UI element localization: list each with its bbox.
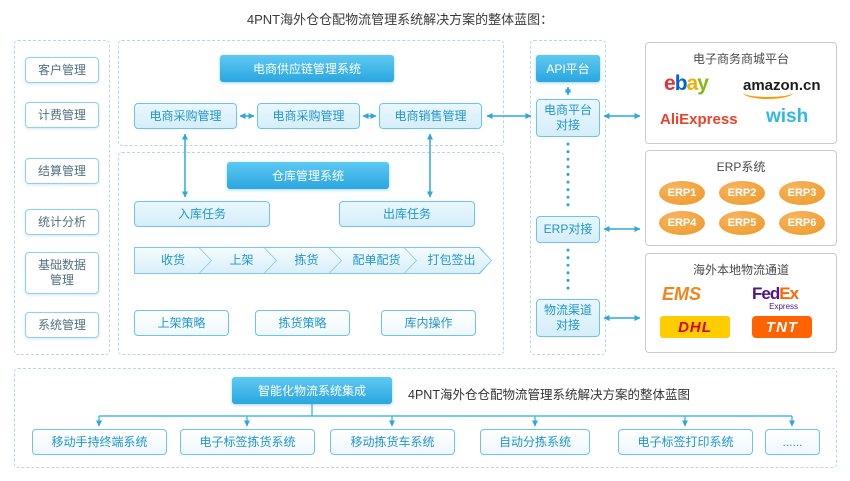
chevron-shape	[329, 247, 417, 274]
erp-oval-1: ERP1	[659, 181, 705, 205]
platforms-card-title: 电子商务商城平台	[692, 52, 789, 66]
api-ec-platform-link: 电商平台对接	[536, 99, 600, 137]
sidebar-item-base-data-mgmt: 基础数据管理	[25, 252, 99, 294]
logistics-card-title: 海外本地物流通道	[692, 263, 789, 277]
wish-logo: wish	[766, 106, 809, 127]
system-picking-cart: 移动拣货车系统	[330, 429, 455, 455]
strategy-picking: 拣货策略	[255, 310, 350, 336]
erp-oval-6: ERP6	[779, 211, 825, 235]
sidebar-panel	[14, 40, 110, 355]
system-auto-sorting: 自动分拣系统	[480, 429, 590, 455]
system-elabel-printing: 电子标签打印系统	[618, 429, 753, 455]
erp-card-title: ERP系统	[716, 160, 766, 174]
erp-oval-2: ERP2	[719, 181, 765, 205]
sidebar-item-customer-mgmt: 客户管理	[25, 57, 99, 83]
system-more: ......	[765, 429, 820, 455]
dhl-logo: DHL	[660, 316, 730, 338]
sidebar-item-settlement-mgmt: 结算管理	[25, 158, 99, 184]
fedex-fed: Fed	[752, 284, 780, 303]
erp-card: ERP系统 ERP1 ERP2 ERP3 ERP4 ERP5 ERP6	[645, 150, 837, 246]
fedex-express: Express	[769, 302, 799, 311]
api-platform-header: API平台	[536, 55, 600, 82]
module-ec-procurement-1: 电商采购管理	[134, 103, 237, 129]
strategy-warehouse-ops: 库内操作	[381, 310, 476, 336]
bottom-caption: 4PNT海外仓仓配物流管理系统解决方案的整体蓝图	[408, 388, 690, 402]
fedex-ex: Ex	[779, 284, 799, 303]
api-erp-link: ERP对接	[536, 216, 600, 243]
chevron-shape	[199, 247, 277, 274]
amazon-swoosh	[743, 92, 793, 99]
logistics-card: 海外本地物流通道 EMS FedEx Express DHL TNT	[645, 253, 837, 353]
system-elabel-picking: 电子标签拣货系统	[180, 429, 315, 455]
page-title: 4PNT海外仓仓配物流管理系统解决方案的整体蓝图：	[246, 12, 554, 27]
wms-header: 仓库管理系统	[227, 162, 389, 189]
chevron-shape	[404, 247, 492, 274]
module-ec-procurement-2: 电商采购管理	[257, 103, 360, 129]
flow-step-allocate: 配单配货	[329, 247, 417, 274]
platforms-card: 电子商务商城平台 ebay amazon.cn AliExpress wish	[645, 42, 837, 144]
module-ec-sales: 电商销售管理	[379, 103, 482, 129]
flow-step-pick: 拣货	[264, 247, 342, 274]
sidebar-item-stats-analysis: 统计分析	[25, 209, 99, 235]
fedex-logo: FedEx Express	[752, 284, 799, 311]
integration-header: 智能化物流系统集成	[232, 377, 392, 404]
strategy-shelving: 上架策略	[134, 310, 229, 336]
erp-oval-5: ERP5	[719, 211, 765, 235]
ebay-logo: ebay	[664, 72, 709, 95]
tnt-logo: TNT	[752, 316, 812, 338]
ems-logo: EMS	[662, 284, 702, 304]
inbound-task-node: 入库任务	[134, 201, 270, 227]
flow-step-shelve: 上架	[199, 247, 277, 274]
outbound-task-node: 出库任务	[339, 201, 475, 227]
chevron-shape	[264, 247, 342, 274]
chevron-shape	[134, 247, 212, 274]
erp-oval-4: ERP4	[659, 211, 705, 235]
sidebar-item-system-mgmt: 系统管理	[25, 312, 99, 338]
amazon-logo: amazon.cn	[743, 77, 821, 99]
sidebar-item-billing-mgmt: 计费管理	[25, 102, 99, 128]
supply-chain-header: 电商供应链管理系统	[220, 55, 394, 82]
erp-oval-3: ERP3	[779, 181, 825, 205]
aliexpress-logo: AliExpress	[660, 111, 738, 128]
flow-step-receive: 收货	[134, 247, 212, 274]
api-logistics-link: 物流渠道对接	[536, 299, 600, 337]
flow-step-pack-checkout: 打包签出	[404, 247, 492, 274]
amazon-logo-text: amazon.cn	[743, 77, 821, 94]
system-handheld-terminal: 移动手持终端系统	[32, 429, 167, 455]
